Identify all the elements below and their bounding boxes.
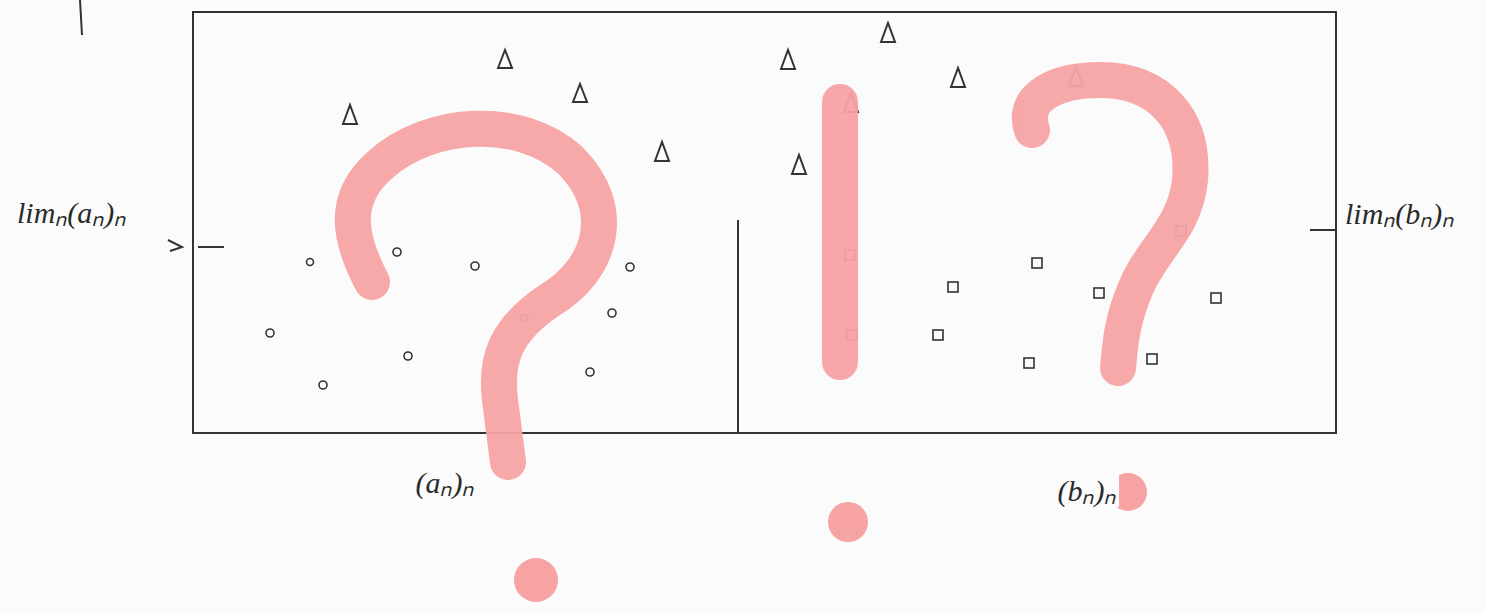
question-exclamation-overlay (353, 80, 1191, 462)
divider-line (737, 220, 739, 433)
sequence-label: (bₙ)ₙ (1055, 474, 1120, 507)
limit-pointer (168, 240, 182, 251)
overlay-dots (514, 473, 1147, 602)
limit-label: limₙ(aₙ)ₙ (14, 196, 129, 229)
sequence-label: (aₙ)ₙ (413, 466, 478, 499)
triangle-points (343, 23, 1083, 174)
margin-stroke (80, 0, 82, 35)
limit-tick (1310, 229, 1336, 231)
limit-tick (198, 246, 224, 248)
limit-label: limₙ(bₙ)ₙ (1342, 197, 1457, 230)
